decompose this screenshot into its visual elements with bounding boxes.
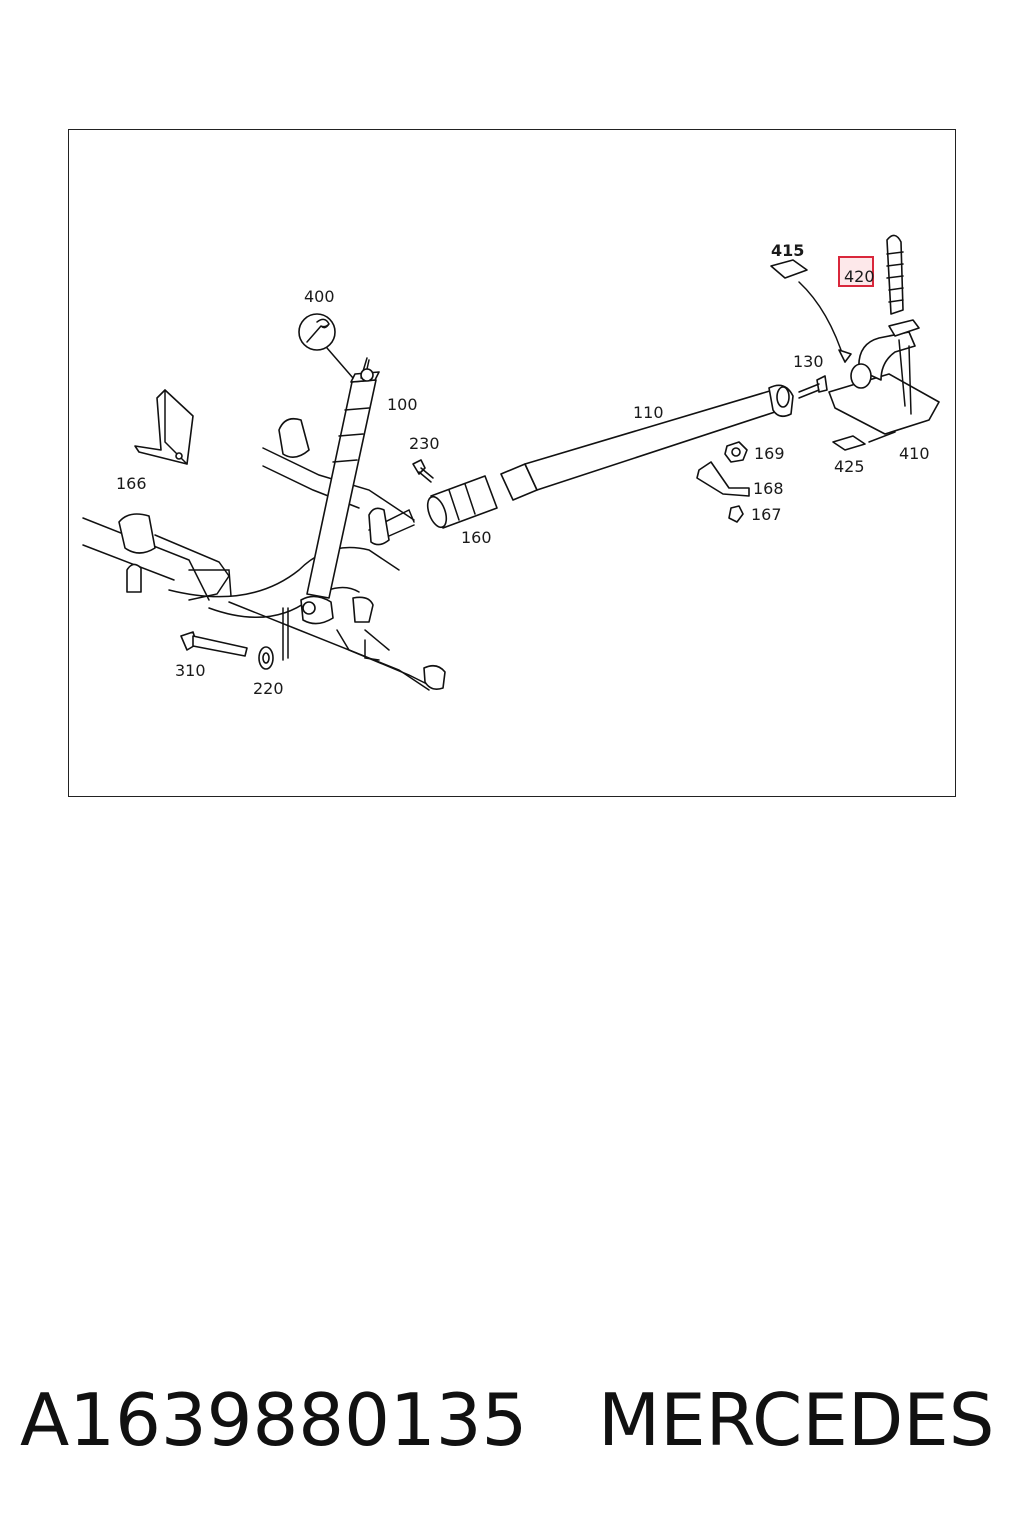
bolt-310 <box>180 631 248 657</box>
label-168: 168 <box>753 479 784 498</box>
screw-167 <box>728 505 744 523</box>
label-425: 425 <box>834 457 865 476</box>
shim-415 <box>770 259 852 363</box>
label-415: 415 <box>771 241 804 260</box>
label-400: 400 <box>304 287 335 306</box>
bolt-230 <box>412 459 434 483</box>
label-310: 310 <box>175 661 206 680</box>
label-100: 100 <box>387 395 418 414</box>
shim-425 <box>832 431 896 451</box>
part-number: A1639880135 <box>20 1378 528 1462</box>
screw-420 <box>886 234 906 407</box>
label-130: 130 <box>793 352 824 371</box>
parts-diagram: 400 100 166 230 160 110 130 415 420 169 … <box>82 234 940 698</box>
bracket-410 <box>828 319 940 435</box>
highlight-box-420 <box>838 256 874 287</box>
label-166: 166 <box>116 474 147 493</box>
shock-absorber-100 <box>300 357 380 625</box>
nut-169 <box>724 441 748 463</box>
footer-caption: A1639880135 MERCEDES <box>0 1370 1024 1470</box>
label-110: 110 <box>633 403 664 422</box>
axle-frame <box>82 417 446 691</box>
bolt-130 <box>798 375 828 399</box>
label-167: 167 <box>751 505 782 524</box>
washer-220 <box>258 646 274 670</box>
diagram-frame: 400 100 166 230 160 110 130 415 420 169 … <box>68 129 956 797</box>
label-160: 160 <box>461 528 492 547</box>
label-169: 169 <box>754 444 785 463</box>
label-410: 410 <box>899 444 930 463</box>
bracket-166 <box>134 389 194 465</box>
clip-168 <box>696 461 750 497</box>
label-420: 420 <box>844 267 875 286</box>
brand-name: MERCEDES <box>598 1378 995 1462</box>
stabilizer-bar-110 <box>500 384 794 501</box>
bushing-160 <box>426 475 498 529</box>
wrench-icon <box>298 313 354 379</box>
label-230: 230 <box>409 434 440 453</box>
label-220: 220 <box>253 679 284 698</box>
